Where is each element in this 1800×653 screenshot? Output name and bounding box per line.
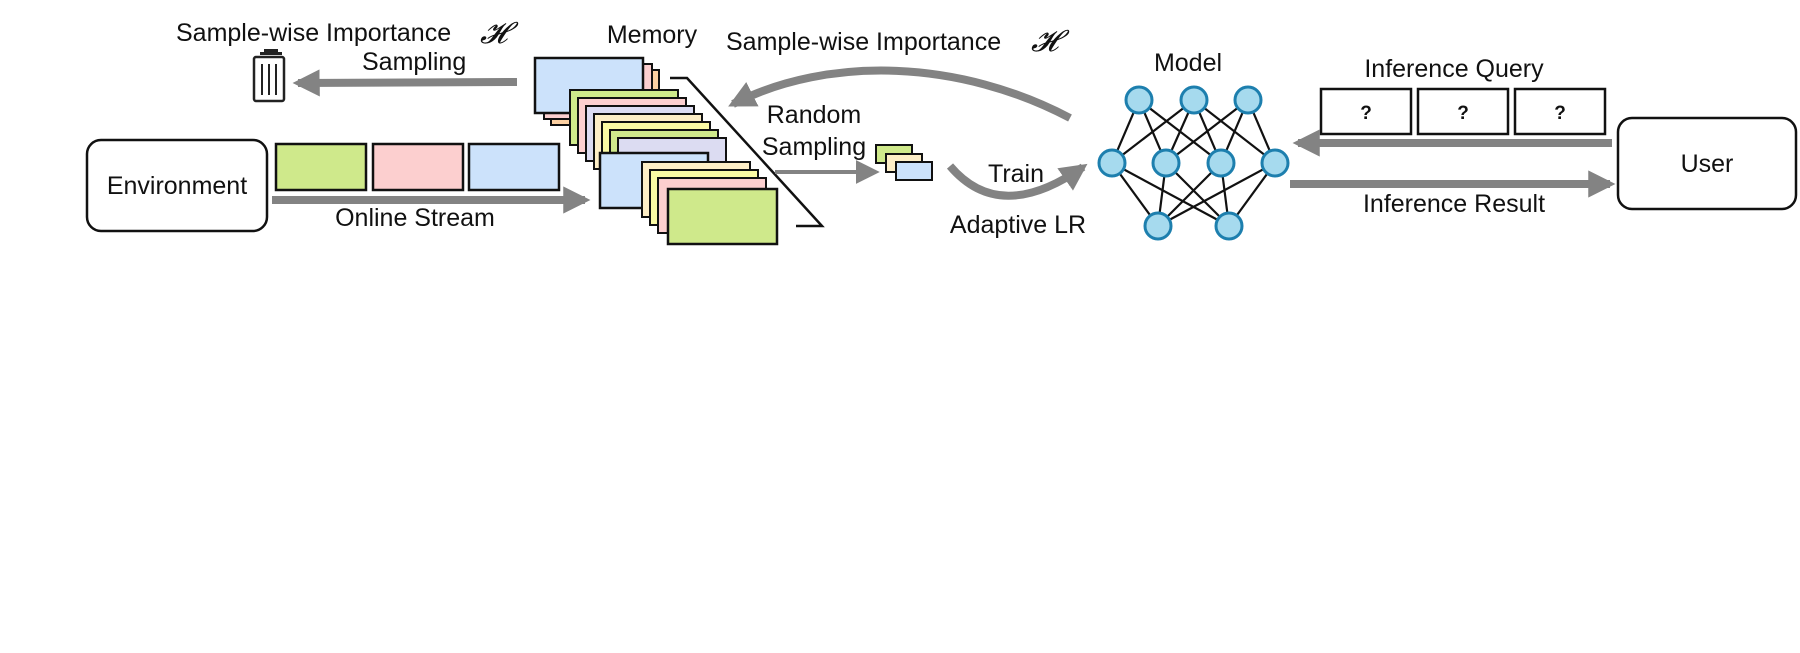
discard-arrow: [292, 69, 518, 97]
stream-sample: [467, 142, 561, 192]
importance-symbol-left: 𝓗: [480, 16, 519, 51]
memory-depth-bracket: [670, 76, 825, 228]
query-boxes: ? ? ?: [1319, 87, 1607, 136]
sampled-batch: [875, 144, 933, 181]
memory-label: Memory: [607, 21, 698, 49]
query-mark: ?: [1457, 103, 1469, 124]
adaptive-lr-label: Adaptive LR: [950, 211, 1086, 239]
train-label: Train: [988, 160, 1044, 188]
inference-query-label: Inference Query: [1364, 55, 1544, 83]
trash-icon: [252, 49, 286, 103]
network-edges: [1110, 99, 1277, 227]
environment-label: Environment: [107, 172, 247, 200]
network-nodes: [1097, 85, 1290, 241]
random-sampling-label: Sampling: [762, 133, 866, 161]
importance-feedback-arrow: [728, 66, 1072, 122]
importance-label-left: Sample-wise Importance: [176, 19, 451, 47]
importance-symbol-right: 𝓗: [1031, 24, 1070, 59]
inference-result-label: Inference Result: [1363, 190, 1545, 218]
stream-sample: [274, 142, 368, 192]
stream-sample: [371, 142, 465, 192]
sampling-label-left: Sampling: [362, 48, 466, 76]
memory-stack: [533, 56, 779, 246]
random-label: Random: [767, 101, 862, 129]
model-label: Model: [1154, 49, 1222, 77]
user-label: User: [1681, 150, 1734, 178]
train-arrow: [946, 163, 1088, 200]
environment-box: [85, 138, 269, 233]
user-box: [1616, 116, 1798, 211]
query-mark: ?: [1360, 103, 1372, 124]
query-mark: ?: [1554, 103, 1566, 124]
online-stream-label: Online Stream: [335, 204, 495, 232]
importance-label-right: Sample-wise Importance: [726, 28, 1001, 56]
